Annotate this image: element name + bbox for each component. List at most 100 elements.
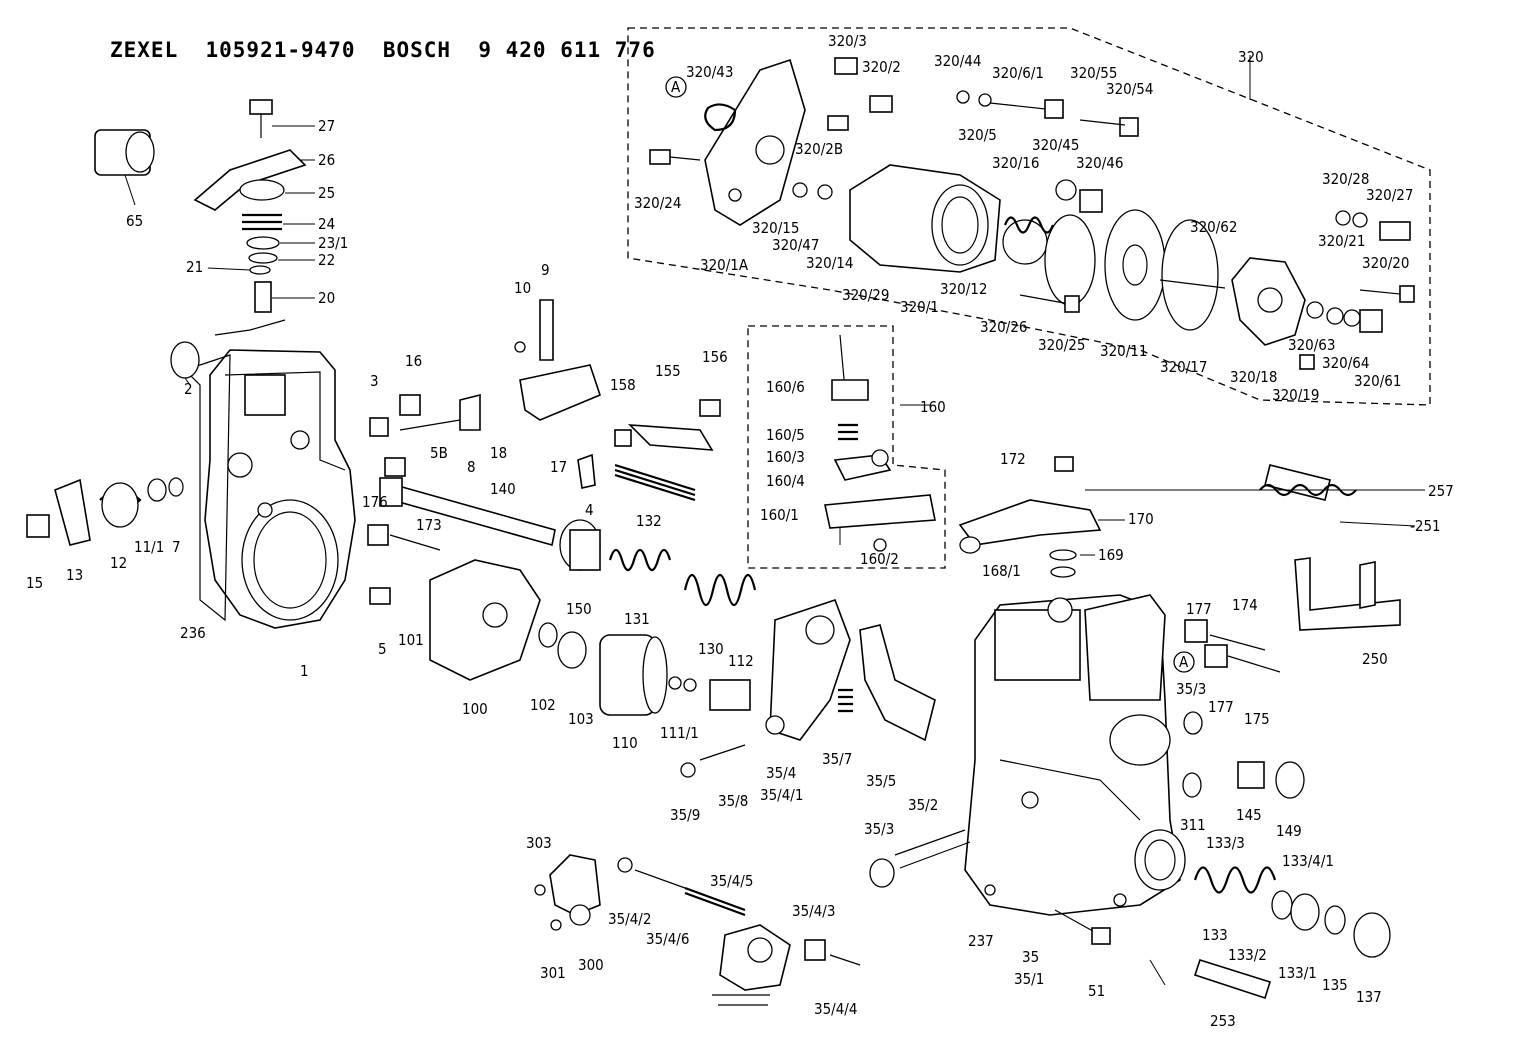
nut-25: [239, 179, 285, 201]
label-300: 300: [578, 956, 604, 974]
label-251: -251: [1410, 517, 1441, 535]
label-320-64: 320/64: [1322, 354, 1369, 372]
bolt-173: [367, 524, 441, 551]
label-26: 26: [318, 151, 335, 169]
governor-housing-35: [964, 594, 1186, 916]
label-320-45: 320/45: [1032, 136, 1079, 154]
label-15: 15: [26, 574, 43, 592]
label-145: 145: [1236, 806, 1262, 824]
label-175: 175: [1244, 710, 1270, 728]
label-320-6-1: 320/6/1: [992, 64, 1044, 82]
label-13: 13: [66, 566, 83, 584]
label-103: 103: [568, 710, 594, 728]
label-51: 51: [1088, 982, 1105, 1000]
label-320-43: 320/43: [686, 63, 733, 81]
label-27: 27: [318, 117, 335, 135]
label-7: 7: [172, 538, 181, 556]
pin-35-2: [869, 829, 971, 888]
part-labels: 320/3 320/2 320/43 A 320/2B 320/24 320/1…: [26, 32, 1454, 1030]
bolts-174-175-177: [1184, 619, 1281, 673]
label-22: 22: [318, 251, 335, 269]
label-11-1: 11/1: [134, 538, 164, 556]
label-18: 18: [490, 444, 507, 462]
springs-131-130: [608, 548, 757, 607]
label-24: 24: [318, 215, 335, 233]
label-35-5: 35/5: [866, 772, 896, 790]
label-168-1: 168/1: [982, 562, 1021, 580]
label-320-44: 320/44: [934, 52, 981, 70]
label-320-2B: 320/2B: [795, 140, 843, 158]
label-2: 2: [184, 380, 193, 398]
washers-169-168: [1049, 549, 1077, 578]
label-320-25: 320/25: [1038, 336, 1085, 354]
label-3: 3: [370, 372, 379, 390]
parts-145-149-311: [1182, 711, 1305, 799]
label-320-11: 320/11: [1100, 342, 1147, 360]
plug-2: [170, 341, 200, 379]
label-135: 135: [1322, 976, 1348, 994]
pin-35-8: [680, 744, 746, 778]
label-23-1: 23/1: [318, 234, 348, 252]
label-150: 150: [566, 600, 592, 618]
label-112: 112: [728, 652, 754, 670]
lever-35-5: [859, 624, 936, 742]
label-320-18: 320/18: [1230, 368, 1277, 386]
label-320-15: 320/15: [752, 219, 799, 237]
label-35-7: 35/7: [822, 750, 852, 768]
label-320-5: 320/5: [958, 126, 997, 144]
label-20: 20: [318, 289, 335, 307]
label-320-47: 320/47: [772, 236, 819, 254]
label-160: 160: [920, 398, 946, 416]
parts-102-103-110: [538, 622, 668, 716]
diagram-title: ZEXEL 105921-9470 BOSCH 9 420 611 776: [110, 38, 656, 62]
label-320-21: 320/21: [1318, 232, 1365, 250]
group-160-boundary: [747, 325, 946, 569]
label-35-1: 35/1: [1014, 970, 1044, 988]
label-133-1: 133/1: [1278, 964, 1317, 982]
label-35-3-bottom: 35/3: [864, 820, 894, 838]
label-133-4-1: 133/4/1: [1282, 852, 1334, 870]
label-320-27: 320/27: [1366, 186, 1413, 204]
label-320-55: 320/55: [1070, 64, 1117, 82]
label-320-46: 320/46: [1076, 154, 1123, 172]
label-174: 174: [1232, 596, 1258, 614]
label-10: 10: [514, 279, 531, 297]
label-35-4-3: 35/4/3: [792, 902, 835, 920]
label-17: 17: [550, 458, 567, 476]
callout-A-top: [665, 76, 687, 98]
label-35-4-5: 35/4/5: [710, 872, 753, 890]
label-133-3: 133/3: [1206, 834, 1245, 852]
label-133: 133: [1202, 926, 1228, 944]
label-158: 158: [610, 376, 636, 394]
leader-lines: [124, 55, 1425, 986]
part-320-18-end-cover: [1231, 257, 1306, 346]
diaphragm-320-17: [1159, 219, 1226, 331]
label-320-3: 320/3: [828, 32, 867, 50]
bolts-3-16-5B: [369, 394, 421, 605]
label-35-4-2: 35/4/2: [608, 910, 651, 928]
label-320-2: 320/2: [862, 58, 901, 76]
label-320-12: 320/12: [940, 280, 987, 298]
spring-35-4-6: [684, 886, 746, 917]
label-177-bottom: 177: [1208, 698, 1234, 716]
label-149: 149: [1276, 822, 1302, 840]
label-320-24: 320/24: [634, 194, 681, 212]
weight-100: [429, 559, 541, 681]
label-169: 169: [1098, 546, 1124, 564]
label-137: 137: [1356, 988, 1382, 1006]
label-253: 253: [1210, 1012, 1236, 1030]
label-320-62: 320/62: [1190, 218, 1237, 236]
label-320-54: 320/54: [1106, 80, 1153, 98]
bracket-4: [577, 453, 596, 489]
label-132: 132: [636, 512, 662, 530]
washers-23-22-21: [246, 236, 280, 275]
label-301: 301: [540, 964, 566, 982]
label-16: 16: [405, 352, 422, 370]
lever-35-4: [765, 598, 851, 741]
label-320-19: 320/19: [1272, 386, 1319, 404]
bolts-320: [649, 57, 1415, 370]
label-35-4: 35/4: [766, 764, 796, 782]
label-101: 101: [398, 631, 424, 649]
group-320-boundary: [627, 27, 1431, 406]
label-102: 102: [530, 696, 556, 714]
